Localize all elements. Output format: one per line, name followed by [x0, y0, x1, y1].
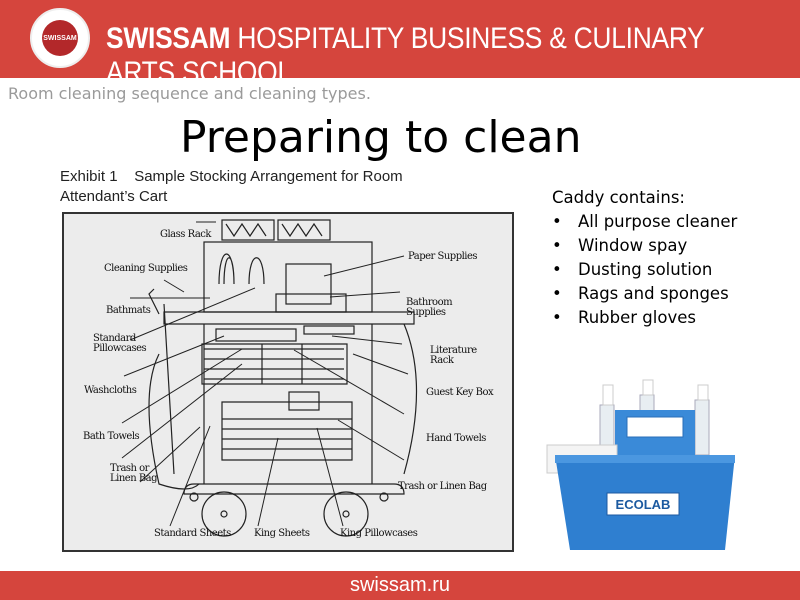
label-washcloths: Washcloths	[84, 385, 137, 396]
cart-diagram: Glass Rack Cleaning Supplies Bathmats St…	[62, 212, 514, 552]
label-standard-sheets: Standard Sheets	[154, 528, 231, 539]
label-guest-key-box: Guest Key Box	[426, 387, 494, 398]
label-trash-linen-bag-right: Trash or Linen Bag	[398, 481, 487, 492]
label-king-sheets: King Sheets	[254, 528, 310, 539]
cart-illustration	[121, 219, 418, 537]
label-paper-supplies: Paper Supplies	[408, 251, 478, 262]
list-item: Dusting solution	[552, 258, 737, 282]
footer-banner: swissam.ru	[0, 571, 800, 600]
school-logo: SWISSAM	[30, 8, 90, 68]
label-bath-towels: Bath Towels	[83, 431, 140, 442]
caddy-contents: Caddy contains: All purpose cleaner Wind…	[552, 186, 737, 330]
label-cleaning-supplies: Cleaning Supplies	[104, 263, 188, 274]
slide-subtitle: Room cleaning sequence and cleaning type…	[8, 84, 371, 103]
slide-title: Preparing to clean	[180, 112, 582, 163]
ecolab-logo: ECOLAB	[616, 497, 671, 512]
list-item: Window spay	[552, 234, 737, 258]
label-king-pillowcases: King Pillowcases	[340, 528, 418, 539]
list-item: Rubber gloves	[552, 306, 737, 330]
label-hand-towels: Hand Towels	[426, 433, 486, 444]
header-banner: SWISSAM SWISSAM HOSPITALITY BUSINESS & C…	[0, 0, 800, 89]
list-item: Rags and sponges	[552, 282, 737, 306]
caddy-heading: Caddy contains:	[552, 188, 685, 207]
label-glass-rack: Glass Rack	[160, 229, 211, 240]
exhibit-caption: Exhibit 1 Sample Stocking Arrangement fo…	[60, 168, 403, 205]
list-item: All purpose cleaner	[552, 210, 737, 234]
label-bathmats: Bathmats	[106, 305, 151, 316]
cleaning-caddy-image: ECOLAB	[546, 379, 735, 550]
school-name: SWISSAM HOSPITALITY BUSINESS & CULINARY …	[106, 22, 705, 89]
